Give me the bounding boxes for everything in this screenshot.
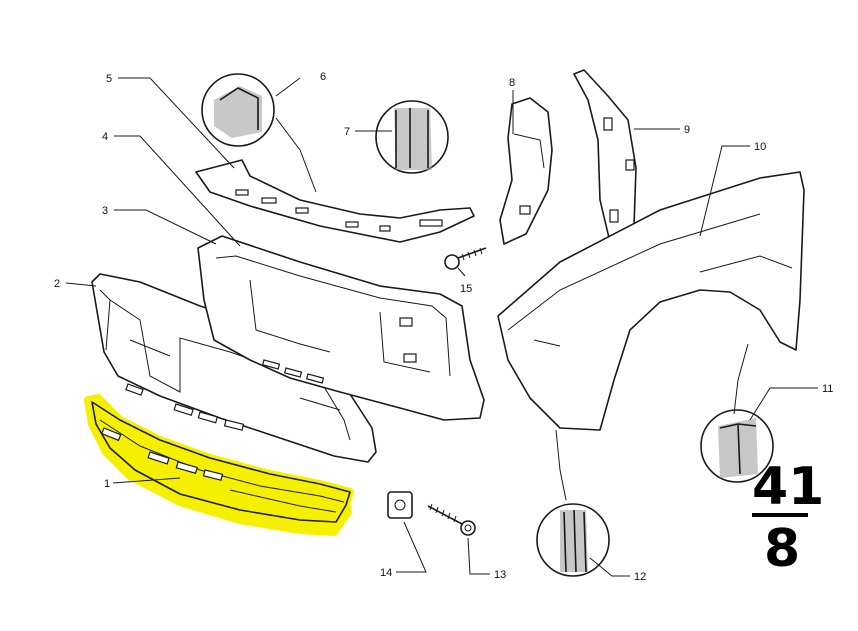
page-ref-divider <box>752 513 808 517</box>
label-12: 12 <box>634 571 646 583</box>
label-9: 9 <box>684 124 690 136</box>
label-10: 10 <box>754 141 766 153</box>
label-13: 13 <box>494 569 506 581</box>
label-2: 2 <box>54 278 60 290</box>
part-14-clip-nut[interactable] <box>387 491 413 519</box>
part-5-upper-cross-member[interactable] <box>195 159 475 243</box>
label-8: 8 <box>509 77 515 89</box>
label-15: 15 <box>460 283 472 295</box>
leader-lines <box>65 77 818 577</box>
page-reference: 41 8 <box>752 457 824 579</box>
label-11: 11 <box>822 383 833 395</box>
part-3-grille-panel[interactable] <box>197 235 485 421</box>
part-8-bracket[interactable] <box>499 97 553 245</box>
part-10-front-fender[interactable] <box>497 171 805 431</box>
part-3-grille-slots <box>261 359 325 384</box>
detail-11-seal[interactable] <box>700 343 774 483</box>
detail-7-seal[interactable] <box>375 100 449 174</box>
detail-12-seal[interactable] <box>536 429 610 577</box>
label-14: 14 <box>380 567 392 579</box>
part-2-lower-apron[interactable] <box>91 273 377 463</box>
page-ref-bottom: 8 <box>764 519 800 579</box>
page-ref-top: 41 <box>752 457 824 517</box>
label-4: 4 <box>102 131 108 143</box>
part-2-vent-slots <box>125 383 245 431</box>
part-15-screw[interactable] <box>444 247 487 270</box>
label-3: 3 <box>102 205 108 217</box>
label-5: 5 <box>106 73 112 85</box>
label-6: 6 <box>320 71 326 83</box>
part-labels: 1 2 3 4 5 6 7 8 9 10 11 12 13 14 15 <box>54 71 833 583</box>
part-1-vent-slots <box>100 427 224 481</box>
part-9-side-strip[interactable] <box>573 69 637 247</box>
label-7: 7 <box>344 126 350 138</box>
label-1: 1 <box>104 478 110 490</box>
part-1-front-spoiler[interactable] <box>84 394 354 536</box>
detail-6-seal[interactable] <box>201 73 317 193</box>
part-13-bolt[interactable] <box>427 503 476 536</box>
